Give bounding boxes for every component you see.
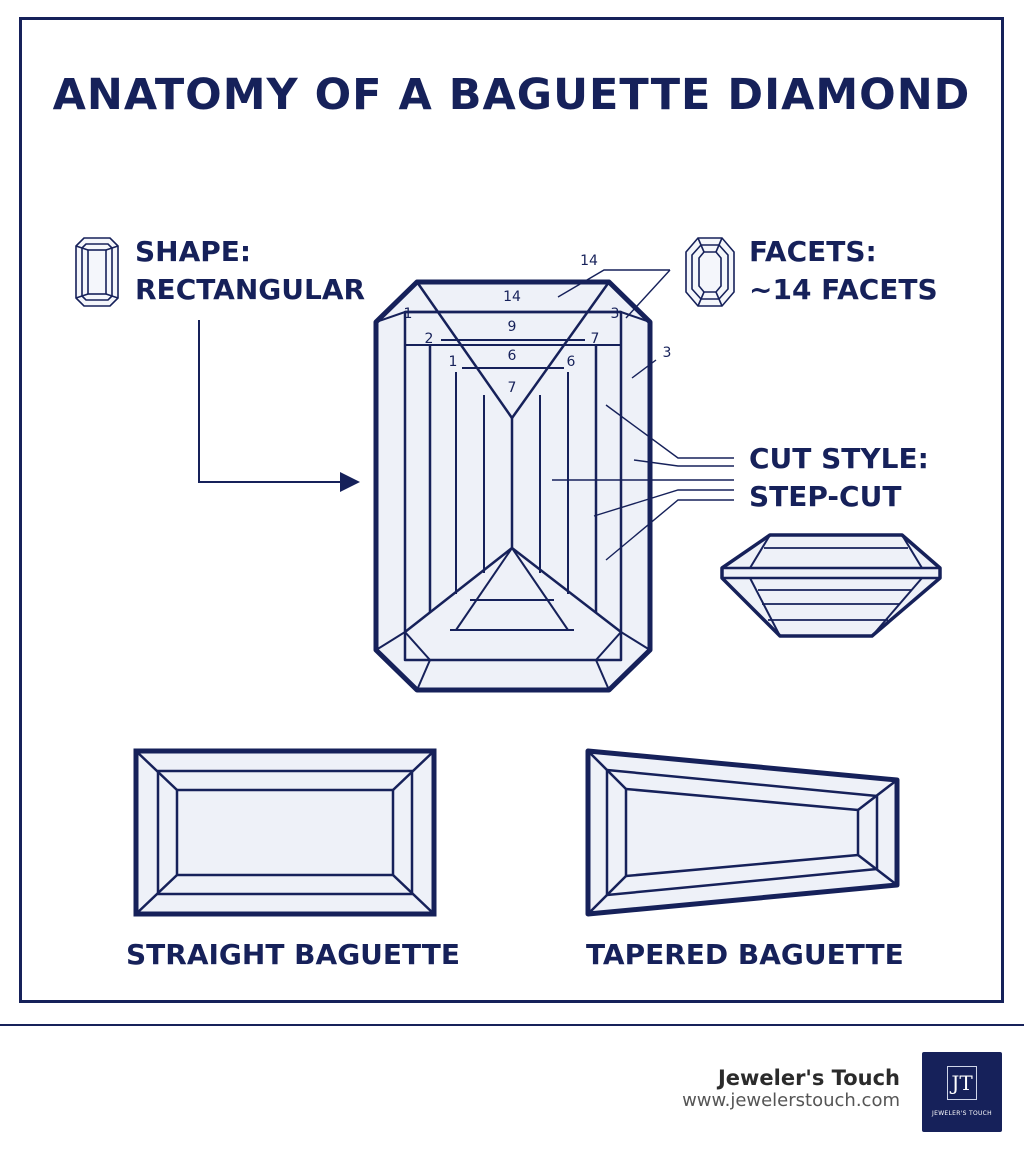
facet-number-table-top: 14 xyxy=(503,289,521,305)
facet-number-right-corner-inner: 6 xyxy=(567,354,576,370)
cut-style-value: STEP-CUT xyxy=(749,480,902,513)
facet-number-callout-top: 14 xyxy=(580,253,598,269)
straight-baguette-label: STRAIGHT BAGUETTE xyxy=(126,938,461,971)
diagram-title: ANATOMY OF A BAGUETTE DIAMOND xyxy=(52,70,971,120)
brand-url[interactable]: www.jewelerstouch.com xyxy=(682,1090,900,1111)
facet-number-left-corner-mid: 2 xyxy=(425,331,434,347)
cut-style-callout-lines xyxy=(552,404,734,561)
baguette-illustrations: 14 3 14 9 6 7 1 2 1 3 7 6 xyxy=(75,237,942,917)
facet-number-left-corner-outer: 1 xyxy=(404,306,413,322)
tapered-baguette-label: TAPERED BAGUETTE xyxy=(586,938,904,971)
facets-heading: FACETS: xyxy=(749,235,877,268)
facet-number-right-corner-outer: 3 xyxy=(611,306,620,322)
facet-number-row-three: 6 xyxy=(508,348,517,364)
rectangle-gem-icon xyxy=(75,237,119,307)
side-profile-diagram xyxy=(720,533,942,638)
facet-number-right-corner-mid: 7 xyxy=(591,331,600,347)
straight-baguette-diagram xyxy=(133,748,437,917)
brand-monogram: JT xyxy=(947,1066,977,1100)
facets-value: ~14 FACETS xyxy=(749,273,938,306)
facet-number-row-two: 9 xyxy=(508,319,517,335)
cut-style-heading: CUT STYLE: xyxy=(749,442,929,475)
shape-value: RECTANGULAR xyxy=(135,273,366,306)
facets-label: FACETS: ~14 FACETS xyxy=(749,233,938,309)
shape-label: SHAPE: RECTANGULAR xyxy=(135,233,365,309)
octagon-gem-icon xyxy=(685,237,735,307)
facet-number-center: 7 xyxy=(508,380,517,396)
brand-logo: JT JEWELER'S TOUCH xyxy=(922,1052,1002,1132)
shape-pointer-arrow xyxy=(198,320,360,492)
tapered-baguette-diagram xyxy=(585,748,900,917)
brand-name: Jeweler's Touch xyxy=(717,1066,900,1090)
cut-style-label: CUT STYLE: STEP-CUT xyxy=(749,440,929,516)
main-baguette-diagram xyxy=(373,279,653,693)
brand-logo-text: JEWELER'S TOUCH xyxy=(932,1110,992,1117)
footer-divider xyxy=(0,1024,1024,1026)
facet-callout-lines xyxy=(557,269,671,379)
shape-heading: SHAPE: xyxy=(135,235,252,268)
facet-number-left-corner-inner: 1 xyxy=(449,354,458,370)
facet-number-callout-side: 3 xyxy=(663,345,672,361)
